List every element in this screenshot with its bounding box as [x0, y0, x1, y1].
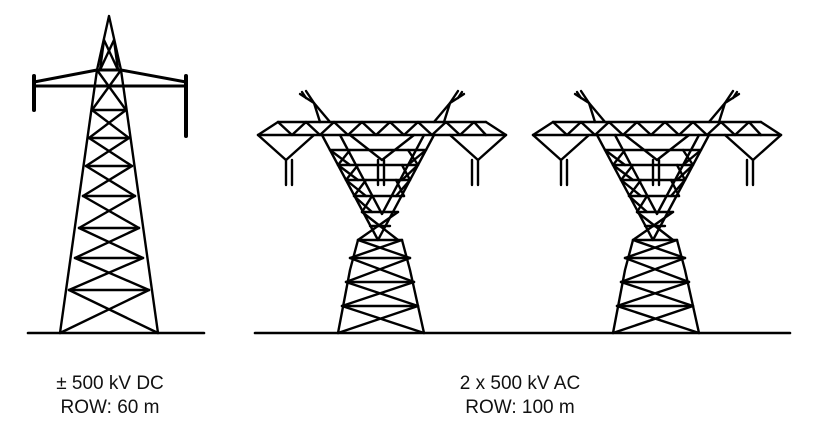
ac-towers-caption: 2 x 500 kV AC ROW: 100 m [350, 372, 690, 420]
dc-row-label: ROW: 60 m [60, 397, 160, 418]
ac-tower-left [257, 90, 507, 334]
ac-row-label: ROW: 100 m [465, 397, 575, 418]
dc-tower [26, 14, 206, 335]
ac-voltage-label: 2 x 500 kV AC [459, 373, 581, 394]
transmission-towers-drawing [26, 14, 792, 335]
ac-tower-right [532, 90, 782, 334]
dc-tower-caption: ± 500 kV DC ROW: 60 m [20, 372, 200, 420]
dc-voltage-label: ± 500 kV DC [56, 373, 164, 394]
